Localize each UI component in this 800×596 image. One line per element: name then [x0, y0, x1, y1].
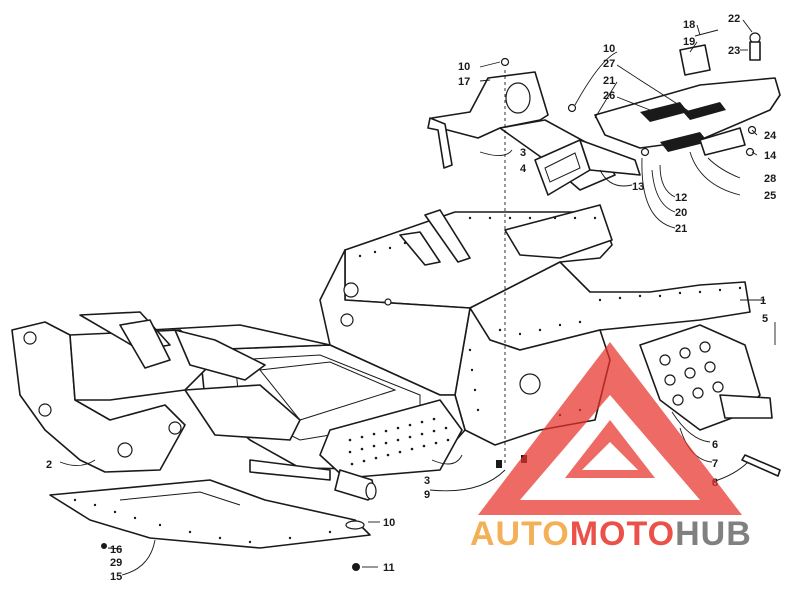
callout-labels: 1 2 3 4 3 9 5 6 7 8 10 17 10 27 21 26 18…	[46, 13, 777, 583]
rear-bumper-bracket	[639, 324, 781, 477]
callout-27: 27	[603, 58, 615, 70]
callout-29: 29	[110, 557, 122, 569]
logo-triangle-icon	[478, 342, 742, 515]
callout-16: 16	[110, 544, 122, 556]
rear-seat-plate	[500, 29, 781, 157]
callout-10-top: 10	[458, 61, 470, 73]
callout-14: 14	[764, 150, 777, 162]
callout-4: 4	[520, 163, 527, 175]
callout-26: 26	[603, 90, 615, 102]
callout-5: 5	[762, 313, 768, 325]
callout-13: 13	[632, 181, 644, 193]
callout-28: 28	[764, 173, 776, 185]
callout-10-bottom: 10	[383, 517, 395, 529]
callout-12: 12	[675, 192, 687, 204]
callout-18: 18	[683, 19, 695, 31]
callout-22: 22	[728, 13, 740, 25]
callout-9: 9	[424, 489, 430, 501]
front-suspension-arm	[11, 311, 377, 501]
watermark-logo	[478, 342, 742, 515]
callout-11: 11	[383, 562, 395, 574]
watermark-hub: HUB	[675, 515, 752, 553]
watermark-moto: MOTO	[570, 515, 675, 553]
watermark-auto: AUTO	[470, 515, 570, 553]
callout-3a: 3	[520, 147, 526, 159]
mounting-bracket	[534, 139, 641, 196]
callout-25: 25	[764, 190, 776, 202]
callout-20: 20	[675, 207, 687, 219]
callout-2: 2	[46, 459, 52, 471]
callout-10-right: 10	[603, 43, 615, 55]
callout-6: 6	[712, 439, 718, 451]
callout-19: 19	[683, 36, 695, 48]
callout-15: 15	[110, 571, 122, 583]
skid-plate	[49, 479, 371, 549]
callout-23: 23	[728, 45, 740, 57]
callout-21-top: 21	[603, 75, 615, 87]
callout-3b: 3	[424, 475, 430, 487]
watermark-text: AUTOMOTOHUB	[470, 515, 752, 553]
fasteners	[101, 455, 527, 571]
callout-24: 24	[764, 130, 777, 142]
leader-lines	[59, 19, 776, 576]
callout-21-bottom: 21	[675, 223, 687, 235]
callout-1: 1	[760, 295, 766, 307]
callout-7: 7	[712, 458, 718, 470]
callout-17: 17	[458, 76, 470, 88]
